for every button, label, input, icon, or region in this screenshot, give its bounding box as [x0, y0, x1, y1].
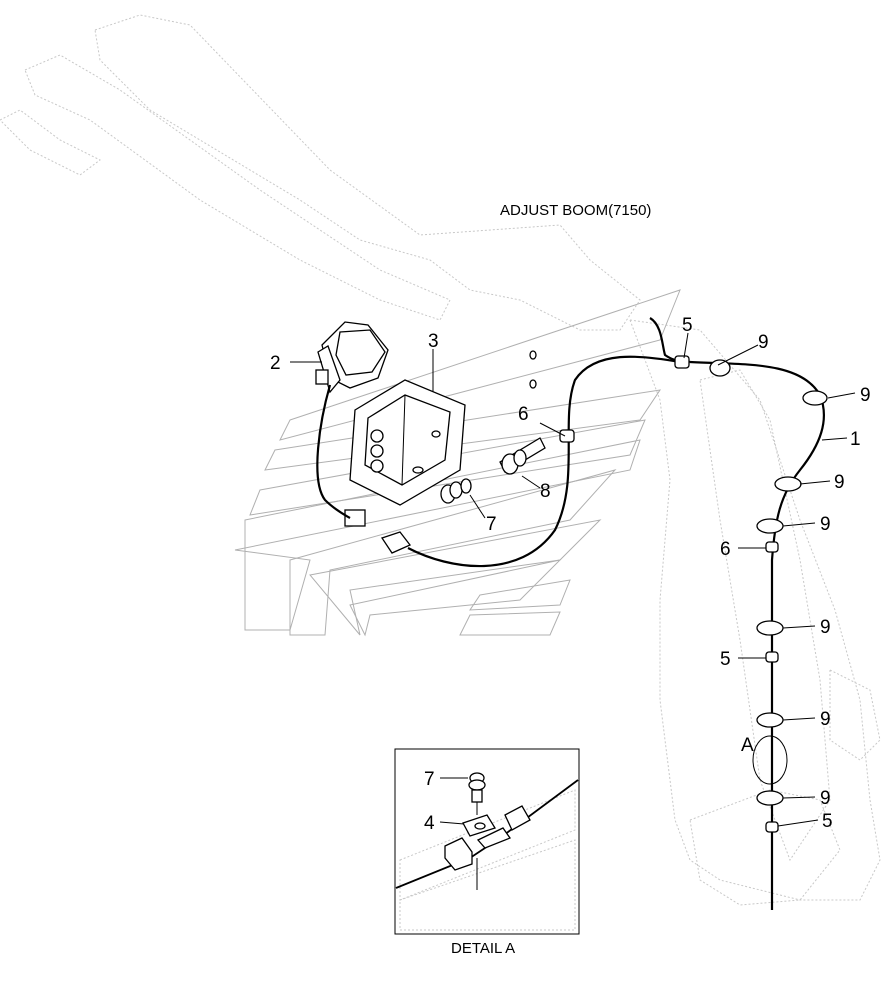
- callout-6: 6: [518, 404, 529, 425]
- harness-clamps: [559, 355, 779, 833]
- leader-lines: [290, 332, 856, 827]
- callout-5: 5: [720, 649, 731, 670]
- detail-a-circle: [752, 735, 788, 785]
- mount-hole: [529, 350, 537, 360]
- diagram-title: ADJUST BOOM(7150): [500, 202, 651, 219]
- work-lamp: [315, 321, 389, 394]
- callout-9: 9: [834, 472, 845, 493]
- detail-a-inset: [394, 748, 580, 935]
- detail-title: DETAIL A: [451, 940, 515, 957]
- cable-ties: [709, 359, 828, 806]
- detail-callout-4: 4: [424, 813, 435, 834]
- callout-7: 7: [486, 514, 497, 535]
- callout-9: 9: [860, 385, 871, 406]
- callout-2: 2: [270, 353, 281, 374]
- mount-hole: [529, 379, 537, 389]
- callout-1: 1: [850, 429, 861, 450]
- detail-callout-7: 7: [424, 769, 435, 790]
- callout-9: 9: [820, 788, 831, 809]
- lamp-connector: [344, 509, 366, 527]
- harness-connector: [380, 531, 412, 554]
- callout-6: 6: [720, 539, 731, 560]
- callout-5: 5: [822, 811, 833, 832]
- bolt-washer-set: [440, 437, 546, 504]
- callout-9: 9: [758, 332, 769, 353]
- callout-9: 9: [820, 617, 831, 638]
- frame-ghost-stripes: [234, 289, 681, 637]
- callout-9: 9: [820, 709, 831, 730]
- detail-a-ref: A: [741, 735, 754, 756]
- callout-9: 9: [820, 514, 831, 535]
- lamp-bracket: [349, 379, 466, 506]
- wiring-harness: [316, 317, 825, 910]
- callout-8: 8: [540, 481, 551, 502]
- callout-5: 5: [682, 315, 693, 336]
- boom-ghost-outline: [0, 14, 881, 906]
- callout-3: 3: [428, 331, 439, 352]
